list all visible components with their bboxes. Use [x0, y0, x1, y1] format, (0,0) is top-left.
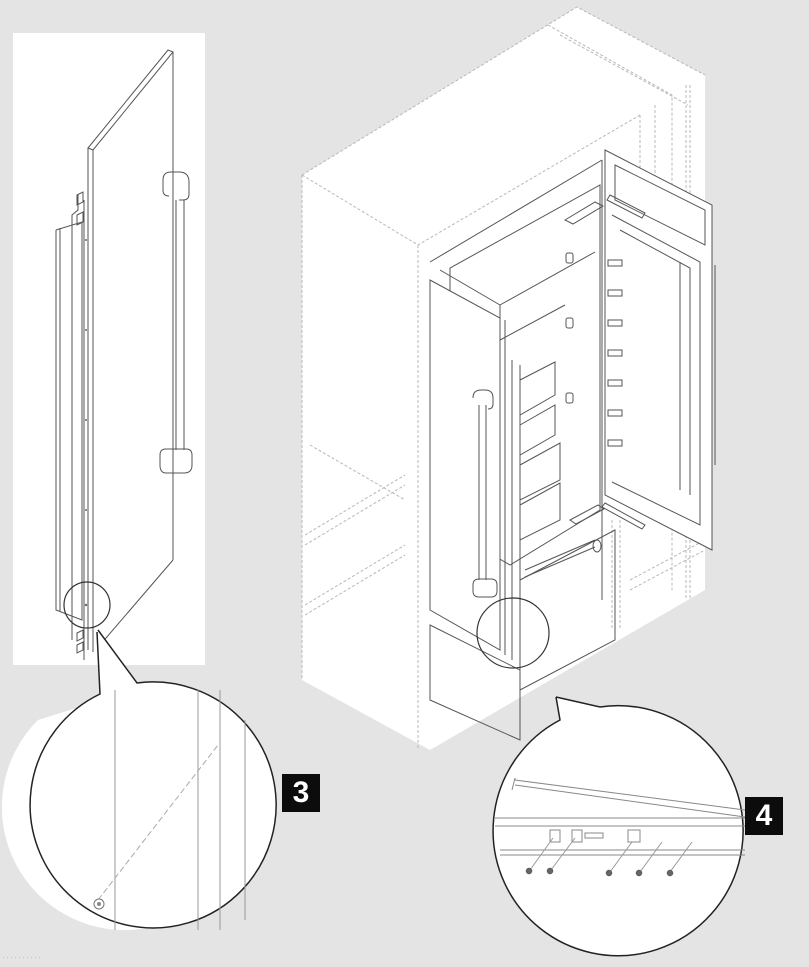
footer-code: ··········: [2, 952, 42, 962]
callout-detail-3: [1, 581, 277, 931]
callout-detail-4: [492, 696, 746, 957]
right-panel-view: [301, 6, 716, 750]
step-label-4: 4: [745, 797, 783, 835]
step-label-3: 3: [282, 774, 320, 812]
left-panel-view: [13, 33, 205, 665]
